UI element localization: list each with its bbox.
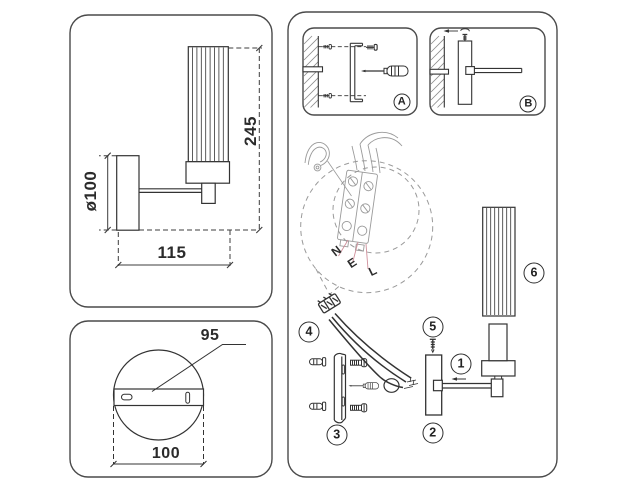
part-label-1: 1 [450, 353, 472, 375]
side-view-dimension-lines [99, 44, 263, 269]
part-label-2: 2 [422, 422, 444, 444]
callout-bubble [300, 160, 434, 294]
lamp-holder [185, 161, 231, 184]
step-label-b: B [519, 95, 537, 113]
leader-95 [151, 344, 246, 392]
wiring-callout [300, 131, 434, 295]
inner-detail-circle [332, 166, 420, 254]
connector-wires [328, 313, 412, 393]
panel-side-view [69, 14, 273, 308]
part-label-5: 5 [422, 316, 444, 338]
mounting-bar [113, 388, 205, 407]
terminal-leaders [338, 239, 369, 270]
socket-cylinder [488, 323, 508, 362]
callout-wires [351, 131, 403, 174]
rotation-arrow-icon [460, 28, 470, 32]
dim-slot-spacing: 95 [200, 327, 220, 344]
shade-part-ribs [486, 208, 512, 315]
step-label-a: A [393, 93, 411, 111]
dim-diameter: ø100 [81, 170, 100, 212]
wire-outlet-a [302, 66, 324, 73]
collar [481, 360, 516, 377]
lamp-side-view [116, 46, 231, 231]
hook-icon [304, 142, 330, 172]
panel-assembly [287, 11, 558, 478]
wire-stripped-ends [403, 376, 419, 389]
screw-icon [365, 43, 378, 51]
dim-height: 245 [241, 116, 260, 146]
locking-screw-icon [429, 338, 436, 354]
holder-stem [201, 182, 216, 204]
dimension-end-ticks [104, 44, 263, 269]
step-b-drawing [429, 28, 523, 108]
screw-icon [321, 43, 332, 50]
bracket-icon-a [349, 42, 364, 103]
dim-arm-length: 115 [157, 243, 187, 262]
dim-plate-width: 100 [151, 445, 181, 462]
part-label-6: 6 [523, 262, 545, 284]
exploded-parts [308, 206, 516, 424]
wire-outlet-b [429, 68, 450, 75]
keyhole-slot-left [121, 393, 133, 401]
terminal-block-icon [337, 169, 378, 252]
keyhole-slot-right [185, 391, 191, 404]
arm-elbow [490, 378, 504, 398]
shade-outline [187, 46, 229, 163]
screw-icon [349, 403, 368, 413]
screw-icon [349, 358, 368, 368]
mounting-bracket-icon [333, 352, 347, 424]
direction-arrow-icon [443, 29, 458, 33]
screwdriver-icon [348, 382, 379, 390]
part-label-3: 3 [326, 424, 348, 446]
back-plate-drawing [110, 344, 246, 468]
wall-anchor-icon [308, 401, 327, 412]
locking-screw-b [462, 33, 468, 41]
step-a-drawing [302, 35, 409, 108]
part-label-4: 4 [298, 321, 320, 342]
screwdriver-icon [360, 65, 409, 77]
screw-icon [321, 92, 332, 99]
wall-anchor-icon [308, 356, 327, 367]
hook-leader [327, 160, 352, 197]
wire-connector-icon [317, 293, 341, 314]
insert-arrow-icon [451, 377, 466, 381]
shade-ribs [192, 47, 224, 161]
panel-back-plate [69, 320, 273, 478]
arm-socket-part [432, 379, 443, 392]
wall-plate-side [116, 155, 140, 231]
arm-socket-b [465, 66, 475, 75]
wall-hatch-b [430, 35, 445, 108]
